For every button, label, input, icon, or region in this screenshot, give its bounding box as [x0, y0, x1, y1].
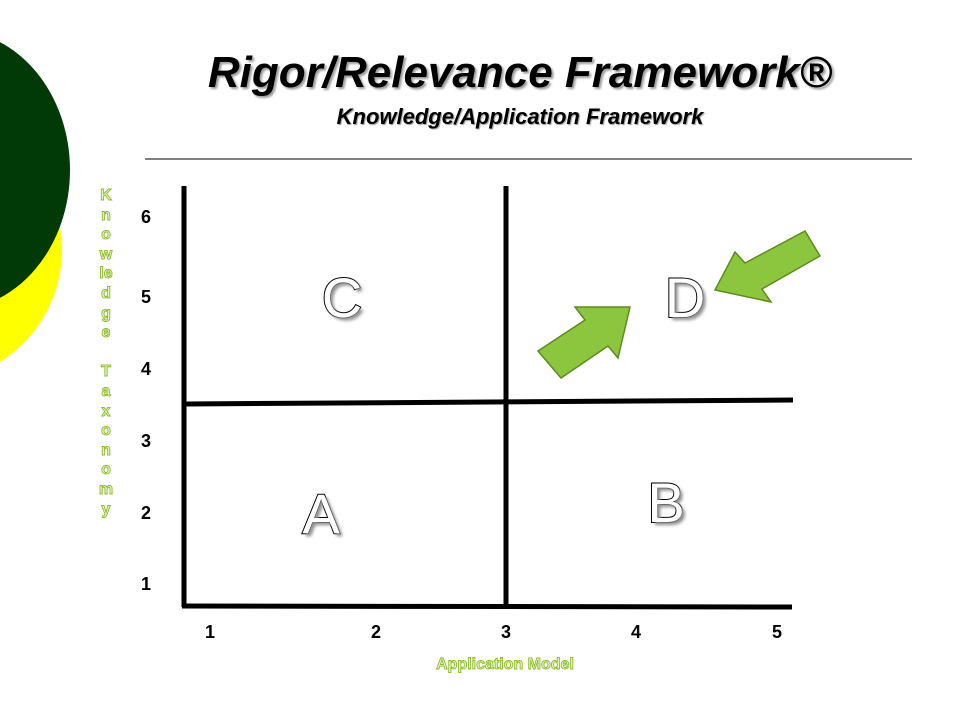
y-tick-3: 3: [140, 431, 151, 451]
x-tick-2: 2: [370, 622, 381, 642]
y-axis-label-line: y: [101, 500, 111, 518]
y-tick-6: 6: [140, 207, 151, 227]
quadrant-a-label: A: [301, 482, 340, 545]
x-tick-4: 4: [630, 622, 641, 642]
x-tick-1: 1: [204, 622, 215, 642]
y-axis-label-line: n: [101, 441, 112, 459]
y-axis-label-line: d: [101, 284, 112, 303]
y-axis-label-line: w: [99, 245, 113, 263]
quadrant-d-label: D: [664, 266, 706, 329]
y-axis-label-line: m: [98, 480, 114, 498]
x-axis-line: [181, 603, 793, 610]
quadrant-c-label: C: [321, 266, 363, 329]
y-tick-5: 5: [140, 287, 151, 307]
horizontal-divider: [185, 397, 794, 407]
dark-green-circle: [0, 42, 70, 298]
y-axis-label-spacer: [92, 343, 120, 363]
x-axis-label: Application Model: [436, 656, 575, 674]
arrow-up-right-icon: [536, 306, 631, 379]
y-axis-label-line: o: [101, 422, 112, 440]
y-axis-label-line: a: [101, 382, 111, 400]
y-axis-label-line: n: [101, 206, 112, 224]
y-axis-label-line: g: [101, 304, 112, 322]
y-axis-label-line: e: [101, 324, 111, 342]
arrow-down-left-icon: [713, 230, 822, 304]
x-tick-3: 3: [500, 622, 511, 642]
y-axis-label: K n o w le d g e T a x o n o m y: [92, 186, 120, 519]
slide-subtitle: Knowledge/Application Framework: [336, 104, 704, 129]
y-axis-label-line: o: [101, 461, 112, 479]
y-axis-label-line: o: [101, 226, 112, 244]
x-tick-5: 5: [771, 622, 782, 642]
quadrant-b-label: B: [646, 471, 685, 534]
y-tick-2: 2: [140, 503, 151, 523]
y-axis-label-line: T: [101, 363, 112, 381]
y-axis-label-line: K: [100, 187, 112, 205]
y-tick-4: 4: [140, 359, 151, 379]
y-axis-label-line: x: [101, 402, 111, 420]
y-tick-1: 1: [140, 574, 151, 594]
slide-title: Rigor/Relevance Framework®: [207, 48, 833, 97]
y-axis-label-line: le: [99, 265, 113, 283]
